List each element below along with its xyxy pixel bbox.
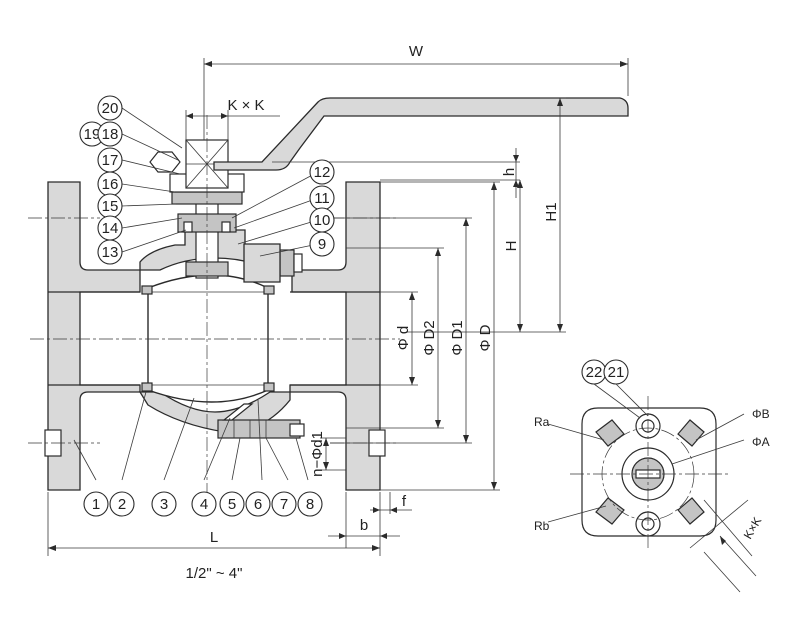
svg-text:18: 18 — [102, 126, 119, 143]
mounting-pad-view — [547, 383, 757, 593]
svg-text:14: 14 — [102, 220, 119, 237]
dim-label-b: b — [360, 517, 368, 534]
svg-text:19: 19 — [84, 126, 101, 143]
part-bubble-9: 9 — [309, 231, 335, 257]
part-bubble-7: 7 — [271, 491, 297, 517]
svg-text:22: 22 — [586, 364, 603, 381]
dim-label-A: ΦA — [752, 435, 770, 449]
dim-label-h: h — [501, 168, 518, 176]
pad-slot-bottom-right — [677, 497, 705, 525]
part-bubble-12: 12 — [309, 159, 335, 185]
part-bubble-19: 19 — [79, 121, 105, 147]
dim-label-KxK-side: K×K — [741, 515, 765, 542]
svg-text:4: 4 — [200, 496, 208, 513]
dim-label-H: H — [503, 241, 520, 252]
dim-label-f: f — [402, 493, 407, 510]
svg-text:8: 8 — [306, 496, 314, 513]
handle-lever — [213, 97, 629, 171]
part-leaders — [73, 107, 319, 481]
size-range-label: 1/2" ~ 4" — [186, 565, 243, 582]
dim-label-Rb: Rb — [534, 519, 550, 533]
left-flange — [47, 181, 141, 491]
dim-label-D1: Φ D1 — [449, 320, 466, 355]
part-bubble-6: 6 — [245, 491, 271, 517]
svg-text:17: 17 — [102, 152, 119, 169]
part-bubble-5: 5 — [219, 491, 245, 517]
part-bubble-13: 13 — [97, 239, 123, 265]
part-bubble-15: 15 — [97, 193, 123, 219]
svg-text:15: 15 — [102, 198, 119, 215]
svg-text:3: 3 — [160, 496, 168, 513]
svg-text:10: 10 — [314, 212, 331, 229]
dim-label-D2: Φ D2 — [421, 320, 438, 355]
part-bubble-11: 11 — [309, 185, 335, 211]
svg-text:20: 20 — [102, 100, 119, 117]
seat-upper-left — [141, 285, 153, 295]
dim-label-d: Φ d — [395, 326, 412, 350]
right-flange — [289, 181, 381, 491]
svg-text:7: 7 — [280, 496, 288, 513]
svg-text:16: 16 — [102, 176, 119, 193]
svg-text:6: 6 — [254, 496, 262, 513]
part-bubble-18: 18 — [97, 121, 123, 147]
svg-text:1: 1 — [92, 496, 100, 513]
seat-upper-right — [263, 285, 275, 295]
part-bubble-2: 2 — [109, 491, 135, 517]
svg-text:13: 13 — [102, 244, 119, 261]
lock-device — [149, 151, 181, 173]
part-bubble-4: 4 — [191, 491, 217, 517]
dimension-lines — [47, 58, 629, 556]
dim-label-Ra: Ra — [534, 415, 550, 429]
svg-text:21: 21 — [608, 364, 625, 381]
dim-label-L: L — [210, 529, 218, 546]
dim-label-D: Φ D — [477, 324, 494, 351]
dim-label-H1: H1 — [543, 202, 560, 221]
part-bubble-16: 16 — [97, 171, 123, 197]
seat-lower-right — [263, 382, 275, 392]
part-bubble-20: 20 — [97, 95, 123, 121]
body-bolt-top — [279, 249, 295, 277]
part-bubble-1: 1 — [83, 491, 109, 517]
part-bubble-8: 8 — [297, 491, 323, 517]
part-bubble-10: 10 — [309, 207, 335, 233]
svg-text:11: 11 — [314, 190, 330, 207]
pad-slot-bottom-left — [595, 497, 625, 525]
part-bubbles: 20 19 18 17 16 15 14 13 12 11 10 9 1 2 3… — [79, 95, 629, 517]
dim-label-KxK-top: K × K — [227, 97, 264, 114]
valve-section-view — [28, 97, 629, 498]
dim-label-n-d1: n−Φd1 — [309, 431, 326, 477]
part-bubble-22: 22 — [581, 359, 607, 385]
part-bubble-21: 21 — [603, 359, 629, 385]
svg-text:12: 12 — [314, 164, 331, 181]
svg-text:9: 9 — [318, 236, 326, 253]
part-bubble-14: 14 — [97, 215, 123, 241]
svg-text:2: 2 — [118, 496, 126, 513]
part-bubble-3: 3 — [151, 491, 177, 517]
seat-lower-left — [141, 382, 153, 392]
body-cap-top — [243, 243, 281, 283]
dim-label-W: W — [409, 43, 424, 60]
svg-text:5: 5 — [228, 496, 236, 513]
dimension-labels: W K × K h H H1 Φ d Φ D2 Φ D1 Φ D n−Φd1 L… — [186, 43, 560, 582]
part-bubble-17: 17 — [97, 147, 123, 173]
dim-label-B: ΦB — [752, 407, 770, 421]
ball — [147, 274, 269, 403]
